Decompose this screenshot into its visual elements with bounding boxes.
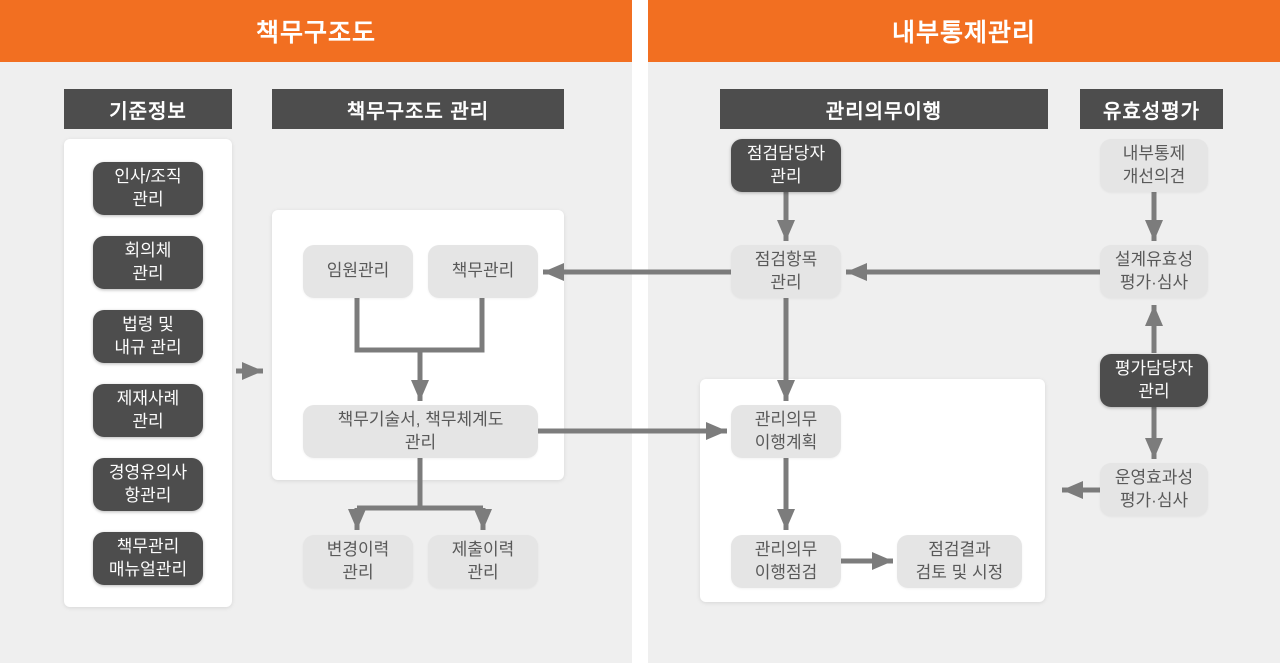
header-duty-execution: 관리의무이행 bbox=[720, 89, 1048, 129]
header-label: 관리의무이행 bbox=[825, 100, 943, 123]
box-design-eval: 설계유효성 평가·심사 bbox=[1100, 245, 1208, 298]
box-result-review: 점검결과 검토 및 시정 bbox=[897, 535, 1022, 588]
box-execution-check: 관리의무 이행점검 bbox=[731, 535, 841, 588]
box-check-item-mgmt: 점검항목 관리 bbox=[731, 245, 841, 298]
box-council-mgmt: 회의체 관리 bbox=[93, 236, 203, 289]
box-mgmt-caution-mgmt: 경영유의사 항관리 bbox=[93, 458, 203, 511]
banner-internal-control: 내부통제관리 bbox=[648, 0, 1280, 62]
header-base-info: 기준정보 bbox=[64, 89, 232, 129]
header-structure-mgmt: 책무구조도 관리 bbox=[272, 89, 564, 129]
box-inspector-mgmt: 점검담당자 관리 bbox=[731, 139, 841, 192]
box-change-history: 변경이력 관리 bbox=[303, 535, 413, 588]
header-label: 기준정보 bbox=[109, 100, 187, 123]
header-effectiveness-eval: 유효성평가 bbox=[1080, 89, 1223, 129]
box-duty-mgmt: 책무관리 bbox=[428, 245, 538, 298]
base-info-panel bbox=[64, 139, 232, 607]
header-label: 책무구조도 관리 bbox=[346, 100, 490, 123]
box-evaluator-mgmt: 평가담당자 관리 bbox=[1100, 354, 1208, 407]
box-hr-org-mgmt: 인사/조직 관리 bbox=[93, 162, 203, 215]
box-law-rules-mgmt: 법령 및 내규 관리 bbox=[93, 310, 203, 363]
box-operation-eval: 운영효과성 평가·심사 bbox=[1100, 463, 1208, 516]
box-submission-history: 제출이력 관리 bbox=[428, 535, 538, 588]
box-statement-mgmt: 책무기술서, 책무체계도 관리 bbox=[303, 405, 538, 458]
box-execution-plan: 관리의무 이행계획 bbox=[731, 405, 841, 458]
banner-title: 내부통제관리 bbox=[891, 19, 1036, 47]
box-executive-mgmt: 임원관리 bbox=[303, 245, 413, 298]
section-divider bbox=[632, 0, 648, 663]
banner-responsibility-structure: 책무구조도 bbox=[0, 0, 632, 62]
header-label: 유효성평가 bbox=[1103, 100, 1200, 123]
box-improvement-opinion: 내부통제 개선의견 bbox=[1100, 139, 1208, 192]
box-duty-manual-mgmt: 책무관리 매뉴얼관리 bbox=[93, 532, 203, 585]
banner-title: 책무구조도 bbox=[255, 19, 376, 47]
box-sanction-cases-mgmt: 제재사례 관리 bbox=[93, 384, 203, 437]
